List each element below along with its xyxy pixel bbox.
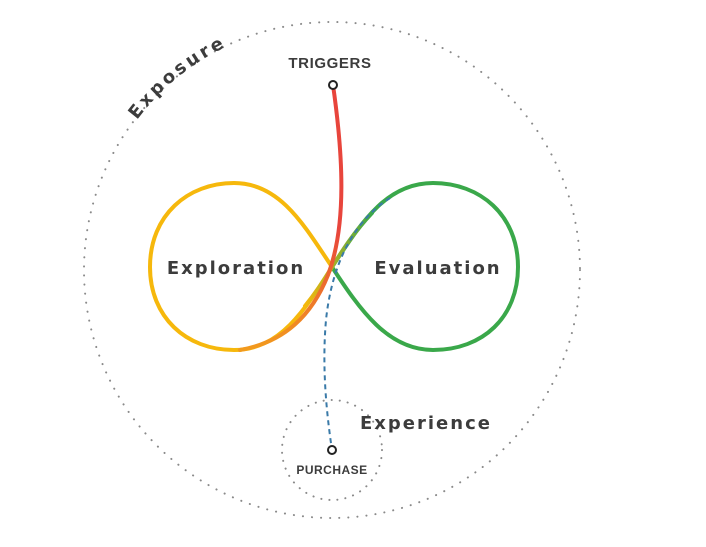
purchase-label: PURCHASE bbox=[296, 463, 367, 477]
exploration-label: Exploration bbox=[167, 258, 305, 279]
purchase-node bbox=[327, 445, 337, 455]
evaluation-label: Evaluation bbox=[374, 258, 501, 279]
trigger-path bbox=[238, 83, 344, 352]
experience-label: Experience bbox=[360, 413, 492, 434]
triggers-node bbox=[328, 80, 338, 90]
exposure-circle bbox=[83, 21, 581, 519]
purchase-path bbox=[323, 197, 391, 451]
triggers-label: TRIGGERS bbox=[288, 55, 371, 72]
experience-circle bbox=[281, 399, 383, 501]
exposure-label: Exposure bbox=[124, 32, 229, 123]
evaluation-loop bbox=[330, 180, 521, 353]
